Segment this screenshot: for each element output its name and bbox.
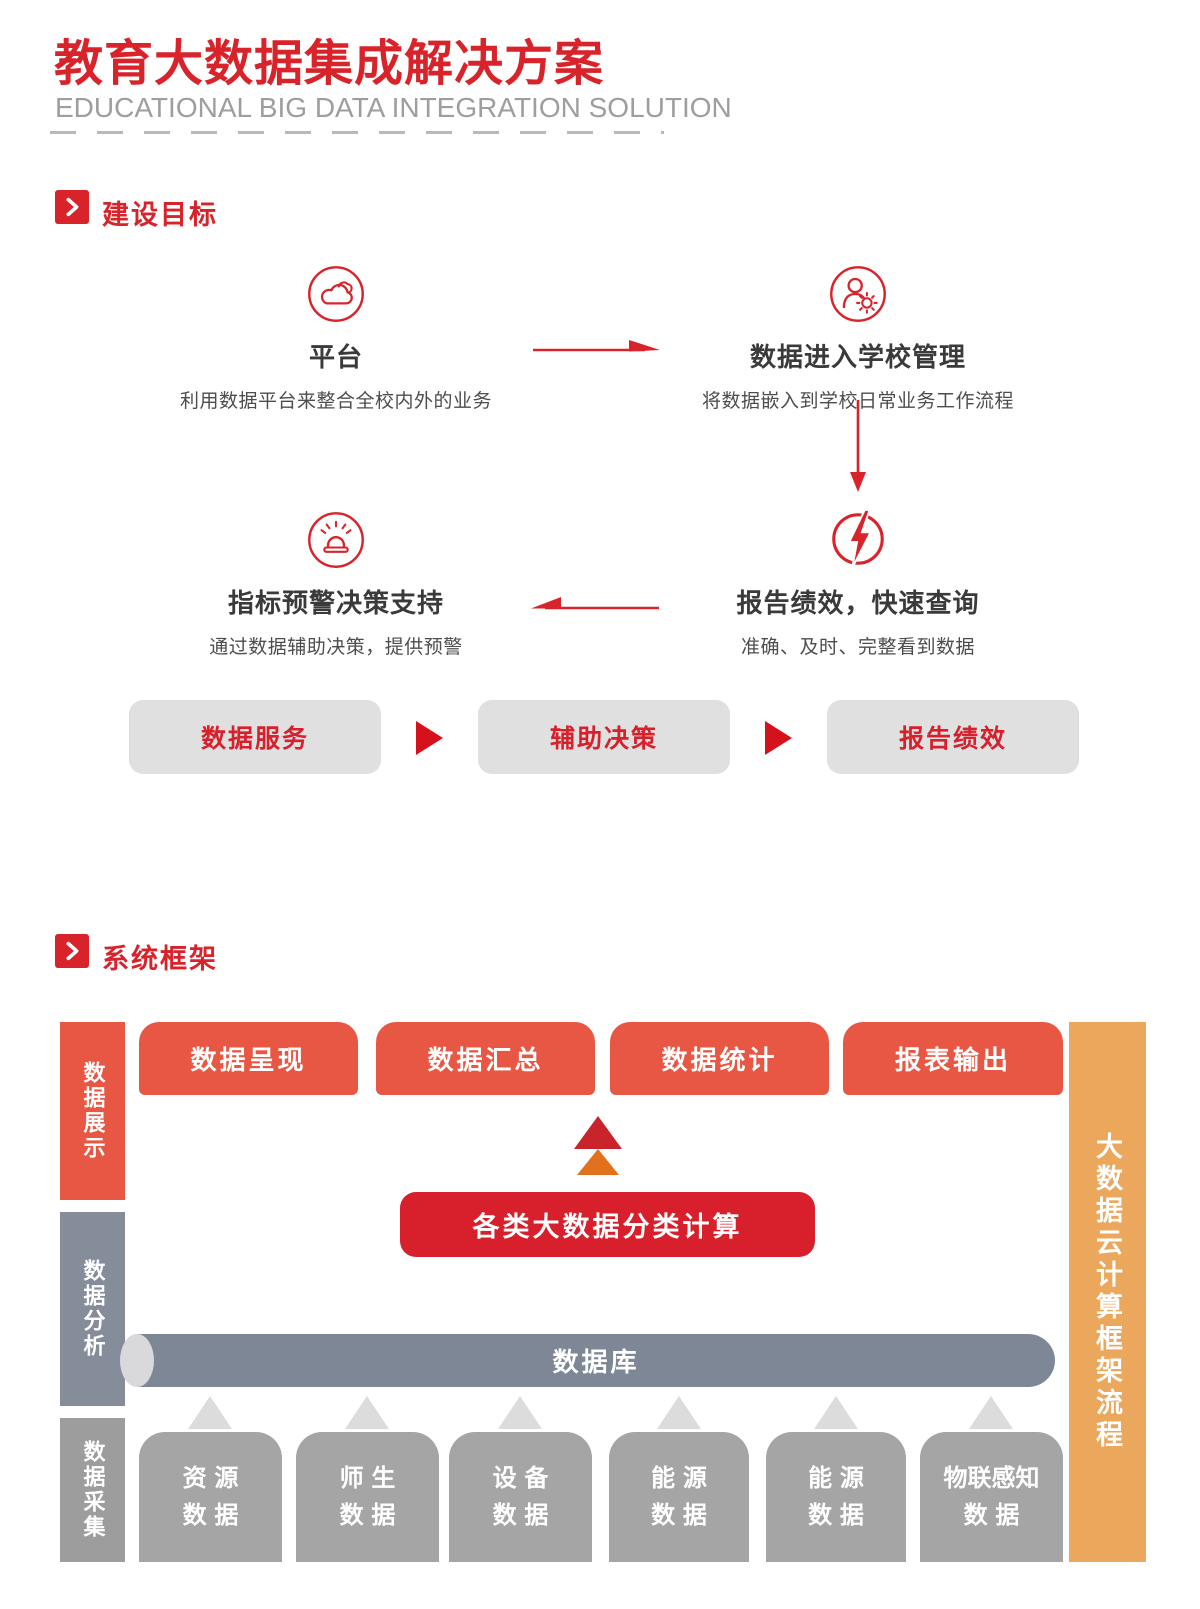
pill-assist-decision: 辅助决策 bbox=[478, 700, 730, 774]
goal-node-desc: 利用数据平台来整合全校内外的业务 bbox=[179, 391, 492, 412]
framework-section-heading: 系统框架 bbox=[102, 944, 218, 974]
up-arrow-icon bbox=[574, 1116, 622, 1149]
pill-label: 报告绩效 bbox=[898, 725, 1007, 753]
goal-node-warning-decision: 指标预警决策支持 通过数据辅助决策，提供预警 bbox=[86, 510, 586, 659]
source-box-line2: 数据 bbox=[182, 1502, 247, 1529]
source-box-teacher-student-data: 师生 数据 bbox=[296, 1432, 439, 1562]
source-box-resource-data: 资源 数据 bbox=[139, 1432, 282, 1562]
source-box-line1: 设备 bbox=[492, 1464, 557, 1492]
chevron-right-icon bbox=[55, 190, 89, 224]
arrow-down bbox=[848, 400, 868, 497]
up-triangle-icon bbox=[969, 1396, 1013, 1429]
pill-label: 辅助决策 bbox=[549, 725, 658, 753]
lightning-icon bbox=[827, 508, 889, 575]
source-box-line1: 能源 bbox=[808, 1464, 872, 1492]
layer-label-data-analysis: 数据分析 bbox=[60, 1212, 125, 1406]
triangle-right-icon bbox=[765, 721, 792, 755]
pill-data-service: 数据服务 bbox=[129, 700, 381, 774]
up-triangle-icon bbox=[657, 1396, 701, 1429]
compute-bar: 各类大数据分类计算 bbox=[400, 1192, 815, 1257]
source-box-line2: 数据 bbox=[808, 1502, 872, 1529]
goal-node-desc: 准确、及时、完整看到数据 bbox=[740, 637, 975, 658]
fw-button-data-summary: 数据汇总 bbox=[376, 1022, 595, 1095]
source-box-line2: 数据 bbox=[651, 1502, 715, 1529]
page-subtitle: EDUCATIONAL BIG DATA INTEGRATION SOLUTIO… bbox=[55, 92, 732, 123]
goal-node-school-management: 数据进入学校管理 将数据嵌入到学校日常业务工作流程 bbox=[608, 264, 1108, 413]
header-dashed-divider bbox=[50, 131, 664, 134]
triangle-right-icon bbox=[416, 721, 443, 755]
source-box-energy-data: 能源 数据 bbox=[766, 1432, 906, 1562]
source-box-line1: 能源 bbox=[651, 1464, 715, 1492]
up-triangle-icon bbox=[814, 1396, 858, 1429]
fw-button-data-statistics: 数据统计 bbox=[610, 1022, 829, 1095]
up-arrow-icon bbox=[577, 1149, 619, 1175]
source-box-line2: 数据 bbox=[492, 1502, 557, 1529]
database-cylinder-cap bbox=[120, 1334, 154, 1387]
source-box-line2: 数据 bbox=[339, 1502, 404, 1529]
pill-report-performance: 报告绩效 bbox=[827, 700, 1079, 774]
layer-label-data-display: 数据展示 bbox=[60, 1022, 125, 1200]
source-box-equipment-data: 设备 数据 bbox=[449, 1432, 592, 1562]
up-triangle-icon bbox=[498, 1396, 542, 1429]
up-triangle-icon bbox=[345, 1396, 389, 1429]
fw-button-report-output: 报表输出 bbox=[843, 1022, 1063, 1095]
source-box-line1: 资源 bbox=[182, 1464, 247, 1492]
chevron-right-icon bbox=[55, 934, 89, 968]
arrow-right bbox=[533, 338, 661, 361]
pill-label: 数据服务 bbox=[200, 725, 309, 753]
arrow-left bbox=[531, 592, 659, 619]
up-triangle-icon bbox=[188, 1396, 232, 1429]
fw-button-data-present: 数据呈现 bbox=[139, 1022, 358, 1095]
goal-node-platform: 平台 利用数据平台来整合全校内外的业务 bbox=[116, 264, 556, 413]
source-box-iot-sensing-data: 物联感知 数据 bbox=[920, 1432, 1063, 1562]
goal-node-title: 数据进入学校管理 bbox=[749, 342, 966, 372]
database-cylinder: 数据库 bbox=[137, 1334, 1055, 1387]
goal-node-report-performance: 报告绩效，快速查询 准确、及时、完整看到数据 bbox=[608, 508, 1108, 659]
source-box-energy-data: 能源 数据 bbox=[609, 1432, 749, 1562]
alarm-icon bbox=[306, 510, 366, 575]
right-column-cloud-framework: 大数据云计算框架流程 bbox=[1069, 1022, 1146, 1562]
goal-node-title: 指标预警决策支持 bbox=[227, 588, 444, 618]
goal-node-desc: 通过数据辅助决策，提供预警 bbox=[209, 637, 463, 658]
page-title: 教育大数据集成解决方案 bbox=[54, 37, 605, 91]
source-box-line1: 物联感知 bbox=[943, 1464, 1040, 1492]
user-gear-icon bbox=[828, 264, 888, 329]
goals-section-heading: 建设目标 bbox=[102, 200, 218, 230]
goal-node-title: 平台 bbox=[308, 342, 363, 372]
source-box-line1: 师生 bbox=[339, 1464, 404, 1492]
source-box-line2: 数据 bbox=[963, 1502, 1028, 1529]
goal-node-title: 报告绩效，快速查询 bbox=[736, 588, 980, 618]
cloud-icon bbox=[306, 264, 366, 329]
layer-label-data-collect: 数据采集 bbox=[60, 1418, 125, 1562]
